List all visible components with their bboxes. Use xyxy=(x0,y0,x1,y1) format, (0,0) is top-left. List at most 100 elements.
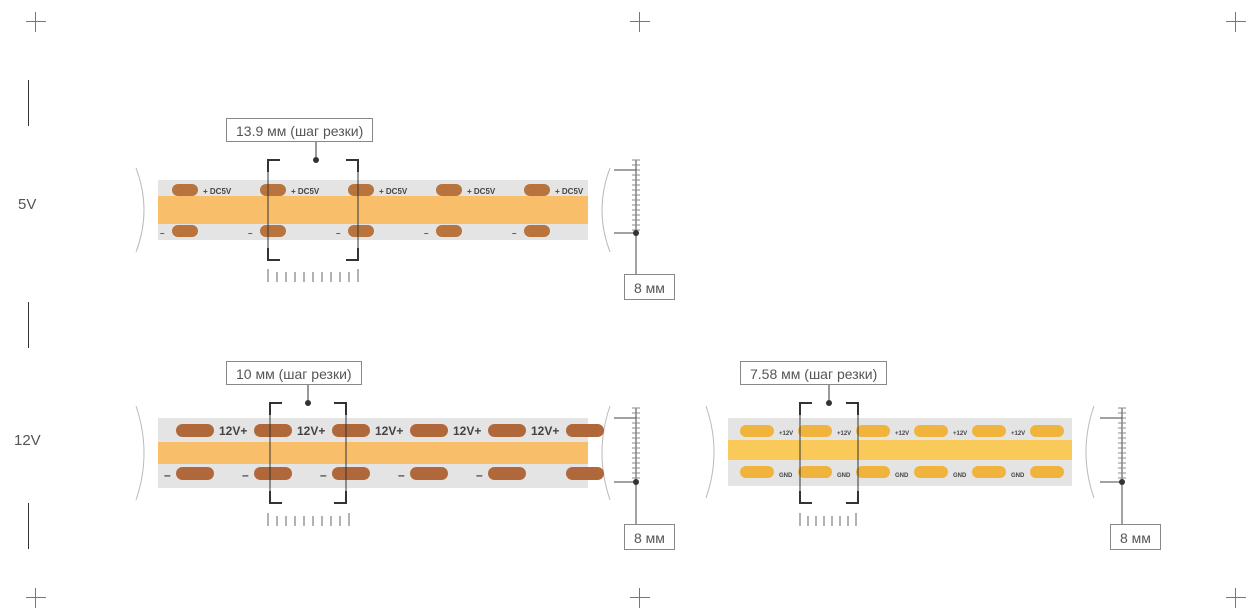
width-label-5v: 8 мм xyxy=(624,274,675,300)
solder-pad-bottom xyxy=(348,225,374,237)
cut-bracket-corner xyxy=(267,159,280,172)
callout-dot xyxy=(313,157,319,163)
polarity-marking-bottom: – xyxy=(320,468,327,482)
solder-pad-top xyxy=(798,425,832,437)
strip-end-left xyxy=(135,167,145,253)
solder-pad-bottom xyxy=(410,467,448,480)
separator-line xyxy=(28,302,29,348)
led-emission-band xyxy=(158,442,588,464)
solder-pad-top xyxy=(254,424,292,437)
separator-line xyxy=(28,80,29,126)
polarity-marking-bottom: GND xyxy=(895,473,909,479)
solder-pad-top xyxy=(176,424,214,437)
solder-pad-top xyxy=(1030,425,1064,437)
crop-mark-top-left xyxy=(26,12,46,32)
solder-pad-bottom xyxy=(524,225,550,237)
polarity-marking-bottom: – xyxy=(512,229,517,238)
width-label-12v-a: 8 мм xyxy=(624,524,675,550)
voltage-label-5v: 5V xyxy=(18,196,37,213)
solder-pad-bottom xyxy=(332,467,370,480)
cut-step-label-12v-b: 7.58 мм (шаг резки) xyxy=(740,361,888,385)
solder-pad-bottom xyxy=(254,467,292,480)
cut-bracket-corner xyxy=(334,491,347,504)
width-label-12v-b: 8 мм xyxy=(1110,524,1161,550)
strip-end-left xyxy=(705,405,715,499)
cut-bracket-corner xyxy=(267,248,280,261)
polarity-marking-bottom: – xyxy=(248,229,253,238)
solder-pad-top xyxy=(524,184,550,196)
crop-mark-bottom-center xyxy=(630,588,650,608)
led-strip-5v: + DC5V–+ DC5V–+ DC5V–+ DC5V–+ DC5V– xyxy=(135,142,640,282)
solder-pad-top xyxy=(436,184,462,196)
strip-end-right xyxy=(601,167,611,253)
ruler-dot xyxy=(633,479,639,485)
cut-bracket-corner xyxy=(346,159,359,172)
cut-bracket-corner xyxy=(269,491,282,504)
cut-bracket-corner xyxy=(846,491,859,504)
callout-dot xyxy=(305,400,311,406)
separator-line xyxy=(28,503,29,549)
led-strip-12v-a: 12V+–12V+–12V+–12V+–12V+– xyxy=(135,385,640,526)
polarity-marking-top: + DC5V xyxy=(379,187,408,196)
polarity-marking-top: 12V+ xyxy=(375,424,403,438)
solder-pad-bottom xyxy=(914,466,948,478)
cut-bracket-corner xyxy=(269,402,282,415)
solder-pad-bottom xyxy=(972,466,1006,478)
polarity-marking-bottom: GND xyxy=(953,473,967,479)
polarity-marking-top: +12V xyxy=(837,431,851,437)
polarity-marking-top: +12V xyxy=(953,431,967,437)
crop-mark-top-center xyxy=(630,12,650,32)
solder-pad-bottom xyxy=(1030,466,1064,478)
polarity-marking-top: +12V xyxy=(1011,431,1025,437)
polarity-marking-bottom: – xyxy=(164,468,171,482)
polarity-marking-top: +12V xyxy=(895,431,909,437)
solder-pad-top xyxy=(488,424,526,437)
cut-step-label-5v: 13.9 мм (шаг резки) xyxy=(226,118,374,142)
polarity-marking-bottom: GND xyxy=(779,473,793,479)
cut-bracket-corner xyxy=(334,402,347,415)
polarity-marking-bottom: – xyxy=(242,468,249,482)
cut-bracket-corner xyxy=(799,402,812,415)
polarity-marking-bottom: – xyxy=(424,229,429,238)
callout-dot xyxy=(826,400,832,406)
solder-pad-top xyxy=(856,425,890,437)
solder-pad-top xyxy=(260,184,286,196)
solder-pad-top xyxy=(914,425,948,437)
solder-pad-bottom xyxy=(798,466,832,478)
solder-pad-bottom xyxy=(260,225,286,237)
cut-step-label-12v-a: 10 мм (шаг резки) xyxy=(226,361,362,385)
polarity-marking-bottom: – xyxy=(336,229,341,238)
solder-pad-bottom xyxy=(856,466,890,478)
ruler-dot xyxy=(1119,479,1125,485)
polarity-marking-top: 12V+ xyxy=(297,424,325,438)
led-emission-band xyxy=(158,196,588,224)
solder-pad-top xyxy=(972,425,1006,437)
polarity-marking-top: + DC5V xyxy=(467,187,496,196)
voltage-label-12v: 12V xyxy=(14,432,41,449)
solder-pad-bottom xyxy=(740,466,774,478)
cut-bracket-corner xyxy=(346,248,359,261)
solder-pad-bottom xyxy=(488,467,526,480)
polarity-marking-top: 12V+ xyxy=(219,424,247,438)
solder-pad-top xyxy=(348,184,374,196)
polarity-marking-bottom: – xyxy=(160,229,165,238)
solder-pad-top xyxy=(172,184,198,196)
polarity-marking-top: + DC5V xyxy=(291,187,320,196)
polarity-marking-top: 12V+ xyxy=(531,424,559,438)
strip-end-right xyxy=(1085,405,1095,499)
solder-pad-bottom xyxy=(566,467,604,480)
solder-pad-bottom xyxy=(436,225,462,237)
polarity-marking-top: 12V+ xyxy=(453,424,481,438)
polarity-marking-top: +12V xyxy=(779,431,793,437)
solder-pad-bottom xyxy=(172,225,198,237)
strip-end-left xyxy=(135,405,145,501)
cut-bracket-corner xyxy=(846,402,859,415)
crop-mark-top-right xyxy=(1226,12,1246,32)
polarity-marking-bottom: GND xyxy=(1011,473,1025,479)
polarity-marking-top: + DC5V xyxy=(203,187,232,196)
solder-pad-top xyxy=(566,424,604,437)
solder-pad-top xyxy=(332,424,370,437)
cut-bracket-corner xyxy=(799,491,812,504)
polarity-marking-bottom: – xyxy=(398,468,405,482)
